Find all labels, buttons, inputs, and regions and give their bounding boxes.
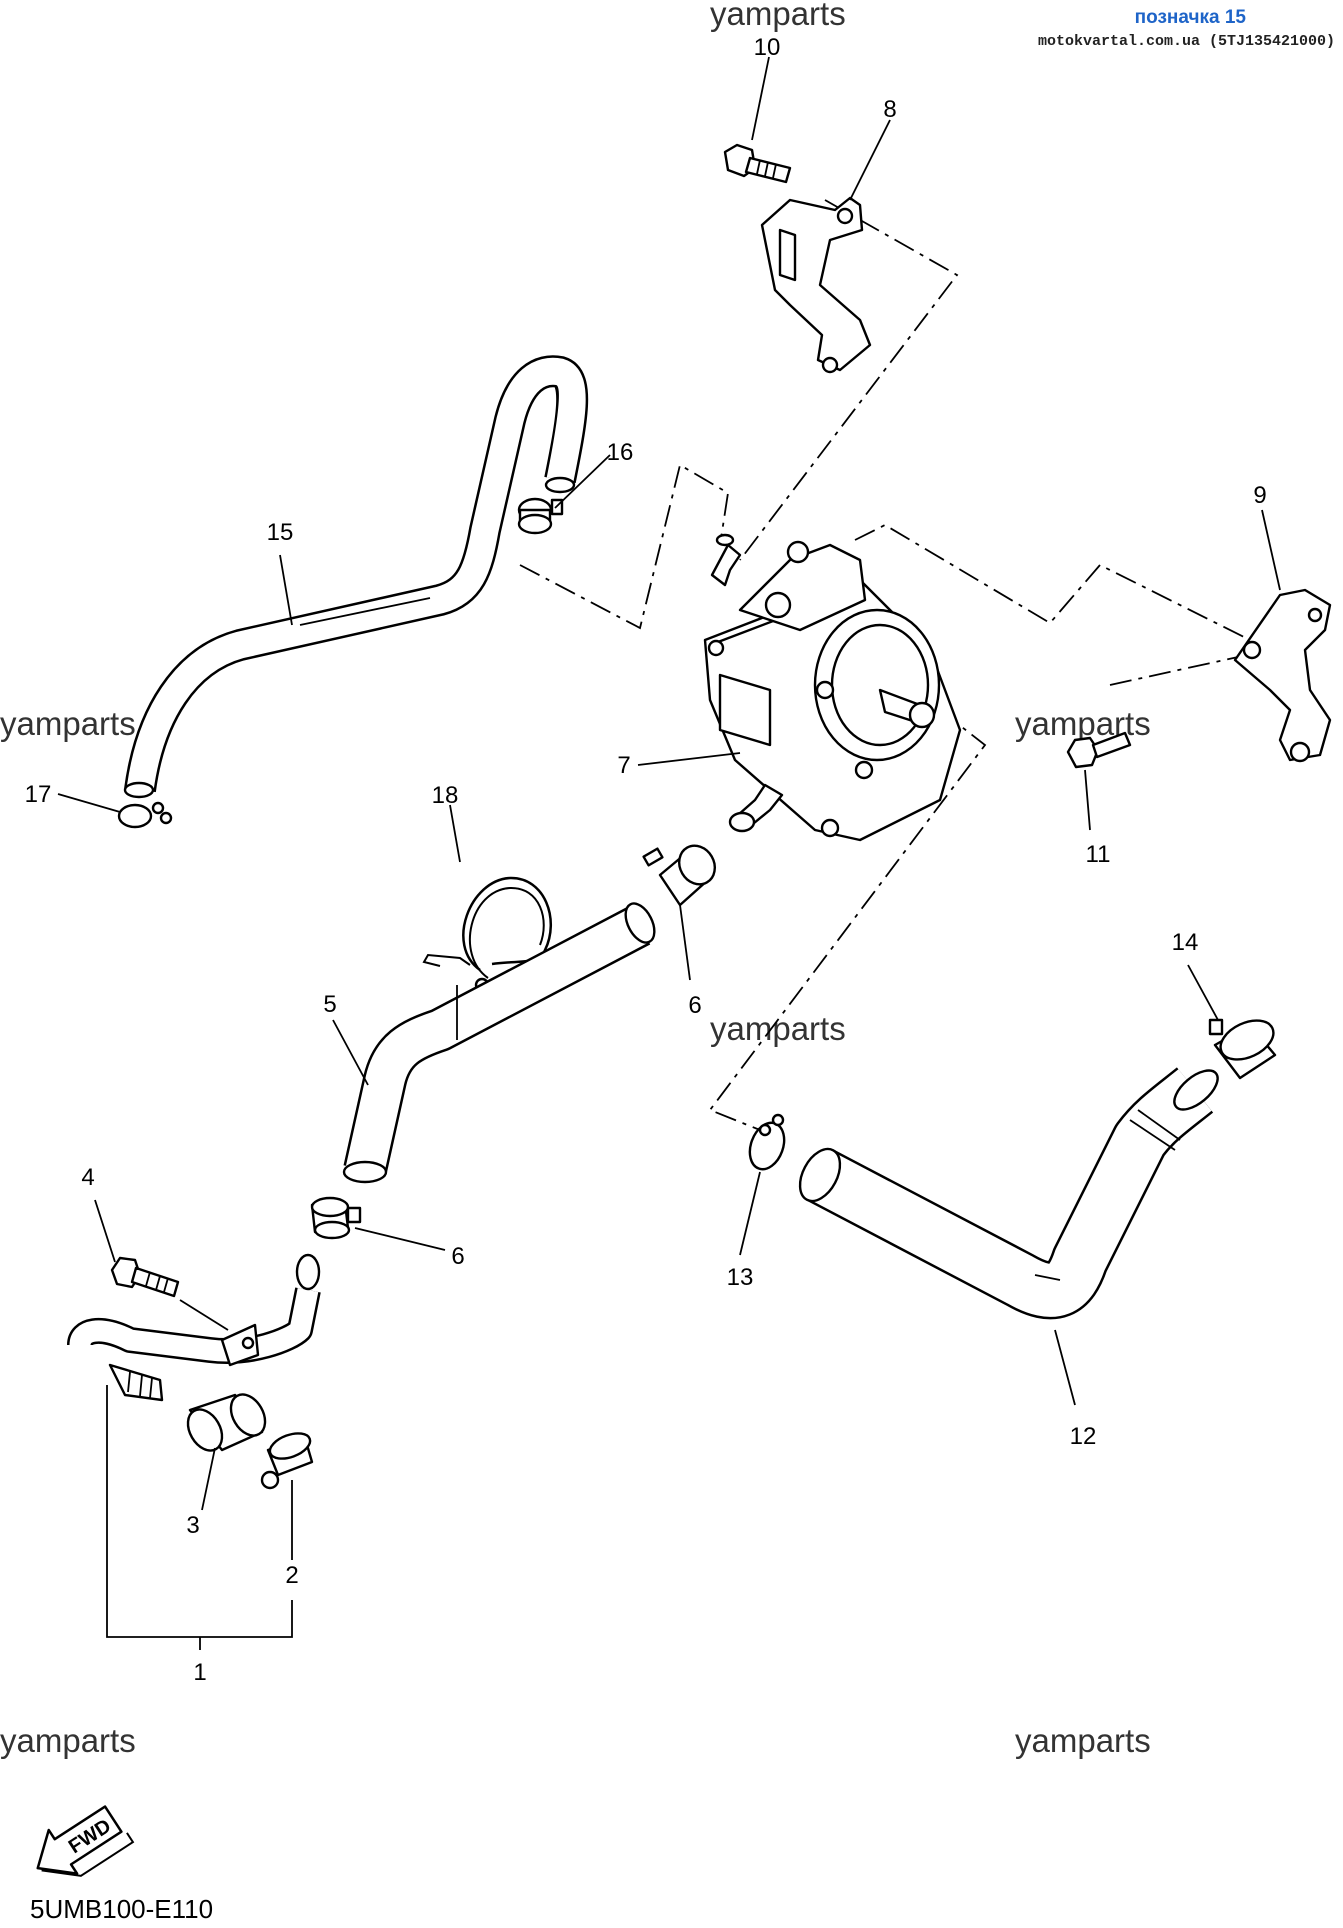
callout-15: 15 xyxy=(267,519,294,546)
hose-clamp-14-icon xyxy=(1208,1018,1277,1080)
source-label: motokvartal.com.ua (5TJ135421000) xyxy=(1038,33,1335,50)
hose-5-icon xyxy=(342,902,656,1184)
callout-6-lower: 6 xyxy=(451,1243,464,1270)
callout-14: 14 xyxy=(1172,929,1199,956)
callout-17: 17 xyxy=(25,781,52,808)
bolt-11-icon xyxy=(1066,731,1132,769)
watermark-right: yamparts xyxy=(1015,705,1151,742)
callout-11: 11 xyxy=(1086,841,1111,868)
callout-7: 7 xyxy=(617,752,630,779)
callouts: 10 8 9 16 15 17 18 7 11 14 5 6 6 13 4 12… xyxy=(25,34,1267,1686)
hose-clamp-6b-icon xyxy=(310,1196,362,1240)
fwd-arrow-icon: FWD xyxy=(36,1805,135,1877)
watermark-bottom-left: yamparts xyxy=(0,1722,136,1759)
watermark-left: yamparts xyxy=(0,705,136,742)
callout-3: 3 xyxy=(186,1512,199,1539)
watermark-center: yamparts xyxy=(710,1010,846,1047)
hose-clamp-6a-icon xyxy=(642,844,716,907)
page-label: позначка 15 xyxy=(1135,7,1247,28)
callout-18: 18 xyxy=(432,782,459,809)
callout-2: 2 xyxy=(285,1562,298,1589)
hose-15-icon xyxy=(123,355,589,799)
hose-12-icon xyxy=(798,1067,1219,1320)
callout-10: 10 xyxy=(754,34,781,61)
leader-lines xyxy=(57,56,1281,1650)
hose-clamp-2-icon xyxy=(260,1432,314,1490)
hose-clamp-16-icon xyxy=(517,497,564,535)
air-cut-valve-pipe-assy-1-icon xyxy=(67,1253,321,1402)
hose-joint-3-icon xyxy=(186,1393,267,1452)
callout-4: 4 xyxy=(81,1164,94,1191)
callout-6-upper: 6 xyxy=(688,992,701,1019)
clip-17-icon xyxy=(117,801,173,829)
callout-8: 8 xyxy=(883,96,896,123)
watermark-top: yamparts xyxy=(710,0,846,32)
watermark-bottom-right: yamparts xyxy=(1015,1722,1151,1759)
callout-1: 1 xyxy=(193,1659,206,1686)
callout-12: 12 xyxy=(1070,1423,1097,1450)
bolt-4-icon xyxy=(110,1256,180,1298)
callout-13: 13 xyxy=(727,1264,754,1291)
clip-13-icon xyxy=(748,1113,786,1171)
callout-16: 16 xyxy=(607,439,634,466)
callout-9: 9 xyxy=(1253,482,1266,509)
bolt-10-icon xyxy=(723,143,792,184)
bracket-8-icon xyxy=(760,196,872,374)
bracket-9-icon xyxy=(1233,588,1332,763)
callout-5: 5 xyxy=(323,991,336,1018)
air-induction-valve-7-icon xyxy=(703,533,962,842)
diagram-code: 5UMB100-E110 xyxy=(30,1894,213,1924)
